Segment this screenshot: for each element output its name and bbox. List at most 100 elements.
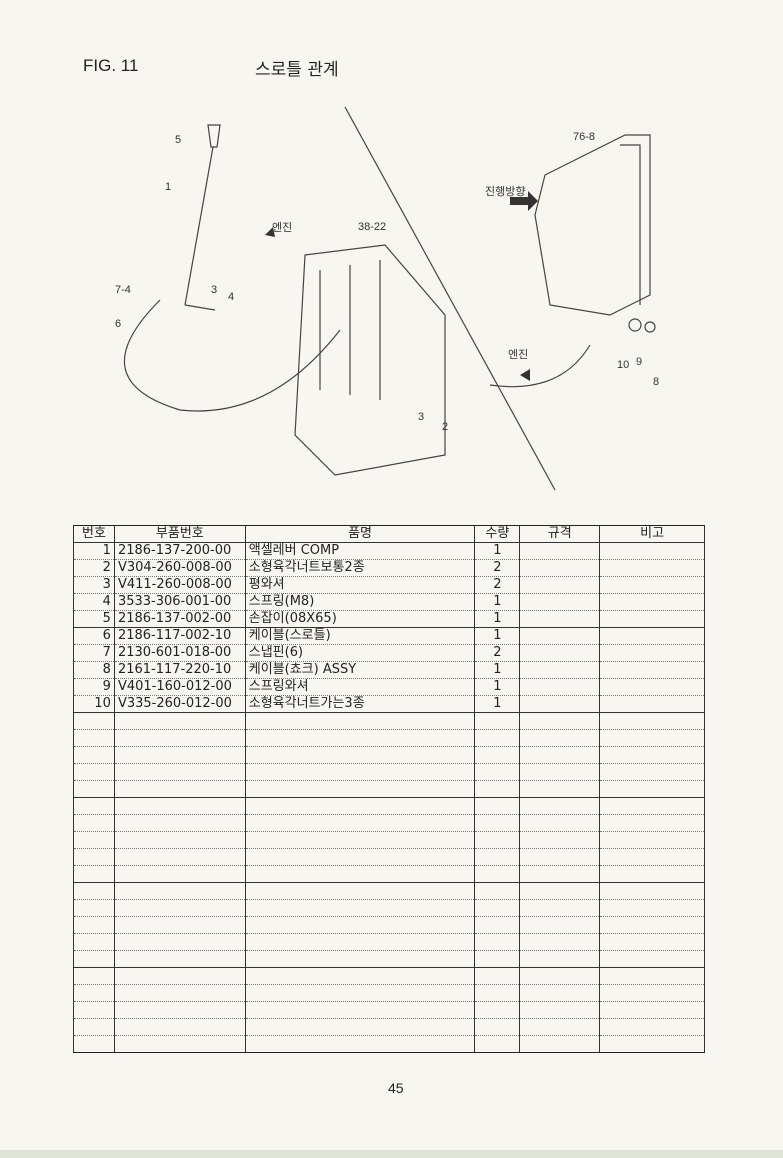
cell-spec	[519, 882, 601, 900]
cell-no	[73, 729, 115, 747]
cell-no	[73, 967, 115, 985]
cell-quantity	[474, 1018, 521, 1036]
table-header: 번호 부품번호 품명 수량 규격 비고	[73, 525, 705, 543]
engine-arrow-icon-2	[520, 369, 530, 381]
cell-remarks	[599, 984, 705, 1002]
cell-no: 1	[73, 542, 115, 560]
cell-no: 3	[73, 576, 115, 594]
cell-part-name	[244, 1018, 476, 1036]
cell-spec	[519, 729, 601, 747]
label-6: 6	[115, 318, 121, 330]
cell-no: 5	[73, 610, 115, 628]
cell-no	[73, 763, 115, 781]
cell-no	[73, 848, 115, 866]
cell-remarks	[599, 1035, 705, 1053]
cell-part-name: 스냅핀(6)	[244, 644, 476, 662]
cell-spec	[519, 610, 601, 628]
label-direction: 진행방향	[485, 185, 525, 198]
cell-no	[73, 984, 115, 1002]
cell-quantity	[474, 967, 521, 985]
cell-remarks	[599, 746, 705, 764]
cell-part-number: V335-260-012-00	[113, 695, 246, 713]
cell-part-number	[113, 763, 246, 781]
cell-quantity: 2	[474, 559, 521, 577]
cell-quantity: 2	[474, 644, 521, 662]
cell-part-number: V401-160-012-00	[113, 678, 246, 696]
cell-part-number: 2186-137-200-00	[113, 542, 246, 560]
cell-remarks	[599, 797, 705, 815]
cell-part-name	[244, 780, 476, 798]
cell-spec	[519, 933, 601, 951]
cell-part-number: 2161-117-220-10	[113, 661, 246, 679]
cell-no	[73, 814, 115, 832]
cell-remarks	[599, 610, 705, 628]
cell-part-name	[244, 746, 476, 764]
cell-remarks	[599, 559, 705, 577]
table-row	[73, 746, 705, 764]
label-3b: 3	[418, 411, 424, 423]
cell-remarks	[599, 916, 705, 934]
cell-part-number	[113, 984, 246, 1002]
table-row	[73, 882, 705, 900]
cell-remarks	[599, 542, 705, 560]
table-row	[73, 1035, 705, 1053]
cell-quantity	[474, 848, 521, 866]
column-frame-part	[620, 144, 641, 305]
cell-spec	[519, 644, 601, 662]
cell-no: 9	[73, 678, 115, 696]
cell-no	[73, 831, 115, 849]
cell-no	[73, 950, 115, 968]
cell-part-name: 스프링(M8)	[244, 593, 476, 611]
label-4: 4	[228, 291, 234, 303]
cell-part-name	[244, 984, 476, 1002]
table-row	[73, 729, 705, 747]
cell-no: 4	[73, 593, 115, 611]
cell-quantity	[474, 729, 521, 747]
cell-part-number	[113, 899, 246, 917]
cell-quantity	[474, 814, 521, 832]
cell-spec	[519, 916, 601, 934]
cell-no	[73, 882, 115, 900]
cell-part-number	[113, 797, 246, 815]
cell-part-number	[113, 1018, 246, 1036]
cell-part-number: 2186-117-002-10	[113, 627, 246, 645]
cell-part-number	[113, 712, 246, 730]
cell-part-name: 케이블(쵸크) ASSY	[244, 661, 476, 679]
cell-remarks	[599, 712, 705, 730]
cell-remarks	[599, 1001, 705, 1019]
cell-remarks	[599, 695, 705, 713]
cell-part-number	[113, 780, 246, 798]
cell-remarks	[599, 644, 705, 662]
cell-part-number: V411-260-008-00	[113, 576, 246, 594]
cell-quantity	[474, 797, 521, 815]
table-row	[73, 933, 705, 951]
cell-part-number	[113, 933, 246, 951]
throttle-assembly-diagram: 5 1 7-4 6 3 4 엔진 38-22 76-8 진행방향 엔진 10 9…	[115, 106, 659, 491]
cell-spec	[519, 797, 601, 815]
cell-remarks	[599, 950, 705, 968]
cell-part-name	[244, 797, 476, 815]
cell-remarks	[599, 1018, 705, 1036]
divider-line	[344, 106, 556, 491]
cell-remarks	[599, 882, 705, 900]
direction-arrow-icon	[510, 191, 538, 211]
cell-no	[73, 1001, 115, 1019]
cell-part-name: 평와셔	[244, 576, 476, 594]
cell-part-number	[113, 950, 246, 968]
choke-cable-part	[489, 344, 591, 388]
page-title: 스로틀 관계	[255, 60, 339, 80]
cell-remarks	[599, 933, 705, 951]
cell-spec	[519, 848, 601, 866]
cell-quantity	[474, 1035, 521, 1053]
table-row	[73, 831, 705, 849]
cell-quantity	[474, 746, 521, 764]
cell-spec	[519, 814, 601, 832]
cell-quantity	[474, 831, 521, 849]
